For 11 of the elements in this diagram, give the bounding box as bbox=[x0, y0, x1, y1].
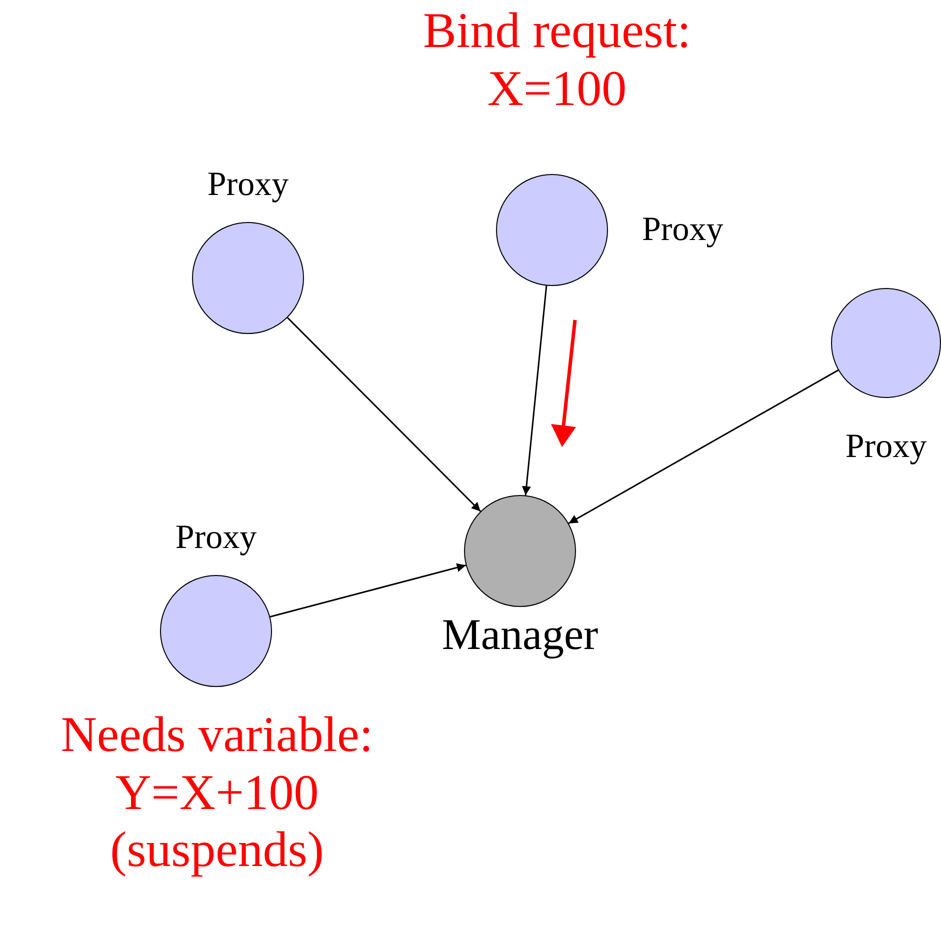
annotation-text: Needs variable: Y=X+100 (suspends) bbox=[60, 706, 374, 878]
node-label: Proxy bbox=[642, 211, 724, 249]
node-label: Proxy bbox=[175, 519, 257, 557]
annotation-text: Bind request: X=100 bbox=[422, 2, 692, 117]
node-label: Proxy bbox=[207, 166, 289, 204]
arrow bbox=[287, 317, 481, 512]
node-label: Manager bbox=[442, 609, 598, 660]
arrow bbox=[270, 563, 466, 618]
node-label: Proxy bbox=[845, 428, 927, 466]
arrow bbox=[522, 286, 548, 496]
arrow bbox=[568, 370, 839, 524]
